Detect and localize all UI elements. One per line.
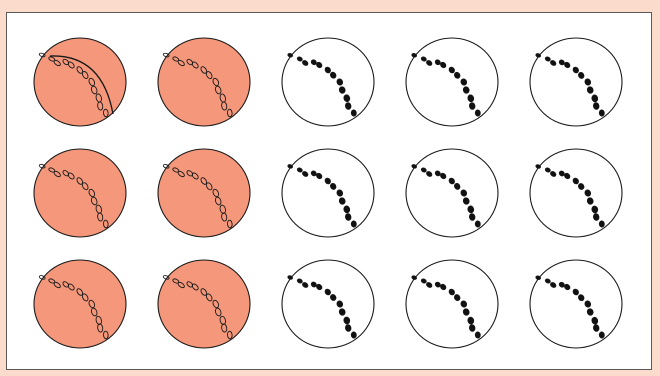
circle-cell-r1-c1 xyxy=(34,38,126,126)
circle-cell-r3-c2 xyxy=(158,260,250,348)
empty-circle xyxy=(406,149,498,237)
empty-circle xyxy=(282,38,374,126)
filled-circle xyxy=(158,149,250,237)
solid-dot xyxy=(351,110,357,117)
circle-cell-r3-c5 xyxy=(530,260,622,348)
circle-cell-r2-c1 xyxy=(34,149,126,237)
empty-circle xyxy=(406,38,498,126)
circle-grid xyxy=(7,13,653,371)
figure-panel xyxy=(6,12,652,370)
circle-cell-r3-c3 xyxy=(282,260,374,348)
circle-cell-r2-c2 xyxy=(158,149,250,237)
solid-dot xyxy=(599,332,605,339)
solid-dot xyxy=(599,221,605,228)
circle-cell-r1-c5 xyxy=(530,38,622,126)
circle-cell-r1-c3 xyxy=(282,38,374,126)
filled-circle xyxy=(34,260,126,348)
circle-cell-r1-c2 xyxy=(158,38,250,126)
filled-circle xyxy=(158,38,250,126)
empty-circle xyxy=(282,260,374,348)
solid-dot xyxy=(475,332,481,339)
empty-circle xyxy=(530,38,622,126)
circle-cell-r3-c4 xyxy=(406,260,498,348)
circle-cell-r2-c4 xyxy=(406,149,498,237)
filled-circle xyxy=(34,149,126,237)
circle-cell-r3-c1 xyxy=(34,260,126,348)
empty-circle xyxy=(530,260,622,348)
circle-cell-r2-c5 xyxy=(530,149,622,237)
empty-circle xyxy=(406,260,498,348)
empty-circle xyxy=(282,149,374,237)
circle-cell-r1-c4 xyxy=(406,38,498,126)
filled-circle xyxy=(158,260,250,348)
solid-dot xyxy=(475,110,481,117)
empty-circle xyxy=(530,149,622,237)
solid-dot xyxy=(351,332,357,339)
solid-dot xyxy=(475,221,481,228)
solid-dot xyxy=(351,221,357,228)
circle-cell-r2-c3 xyxy=(282,149,374,237)
solid-dot xyxy=(599,110,605,117)
